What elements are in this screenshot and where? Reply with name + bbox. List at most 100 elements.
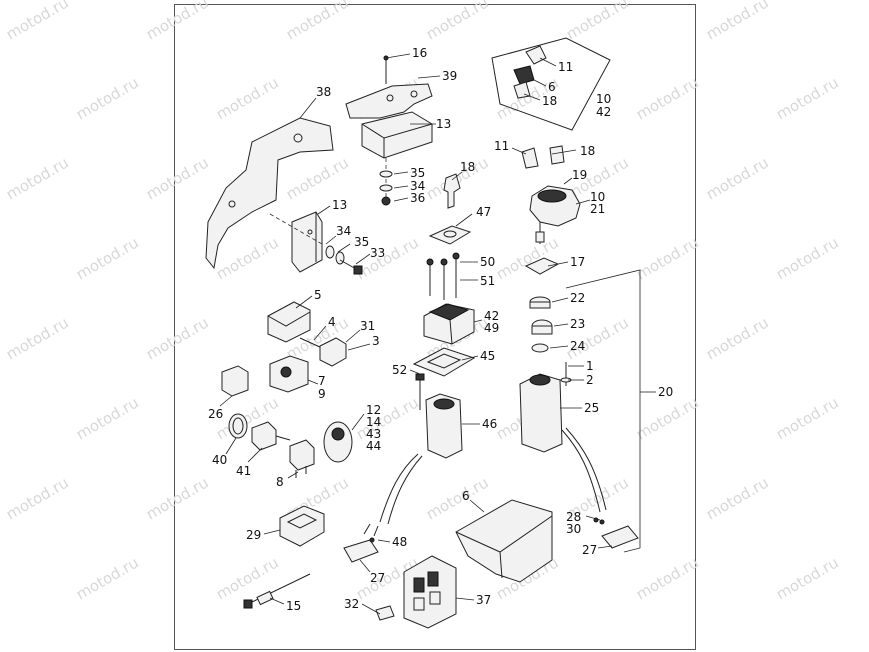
part-relay-31-3 bbox=[319, 337, 347, 367]
part-washers-35-34-36 bbox=[379, 158, 393, 206]
part-switch-41 bbox=[251, 421, 291, 451]
callout-28: 28 bbox=[566, 510, 581, 524]
watermark-text: motod.ru bbox=[703, 313, 772, 363]
callout-3: 3 bbox=[372, 334, 380, 348]
callout-42: 42 bbox=[484, 309, 499, 323]
callout-52: 52 bbox=[392, 363, 407, 377]
watermark-text: motod.ru bbox=[73, 73, 142, 123]
watermark-text: motod.ru bbox=[493, 233, 562, 283]
callout-34: 34 bbox=[336, 224, 351, 238]
callout-41: 41 bbox=[236, 464, 251, 478]
watermark-text: motod.ru bbox=[773, 393, 842, 443]
callout-26: 26 bbox=[208, 407, 223, 421]
part-bracket-39 bbox=[345, 83, 433, 119]
part-cap-12-14-43-44 bbox=[323, 421, 353, 463]
callout-18: 18 bbox=[542, 94, 557, 108]
watermark-text: motod.ru bbox=[0, 393, 2, 443]
watermark-text: motod.ru bbox=[633, 553, 702, 603]
part-board-37 bbox=[403, 555, 457, 629]
part-lock-cylinder-25 bbox=[519, 373, 607, 513]
watermark-text: motod.ru bbox=[633, 393, 702, 443]
leader-lines bbox=[219, 53, 656, 615]
callout-8: 8 bbox=[276, 475, 284, 489]
callout-32: 32 bbox=[344, 597, 359, 611]
watermark-text: motod.ru bbox=[283, 0, 352, 43]
callout-13: 13 bbox=[332, 198, 347, 212]
callout-45: 45 bbox=[480, 349, 495, 363]
watermark-text: motod.ru bbox=[3, 0, 72, 43]
part-connector-27-right bbox=[593, 517, 639, 549]
callout-10: 10 bbox=[596, 92, 611, 106]
watermark-text: motod.ru bbox=[143, 153, 212, 203]
callout-36: 36 bbox=[410, 191, 425, 205]
callout-9: 9 bbox=[318, 387, 326, 401]
part-coil-46 bbox=[363, 393, 463, 537]
callout-51: 51 bbox=[480, 274, 495, 288]
part-key-11-18 bbox=[521, 145, 565, 169]
callout-33: 33 bbox=[370, 246, 385, 260]
part-screw-1-2 bbox=[560, 362, 572, 386]
callout-4: 4 bbox=[328, 315, 336, 329]
part-key-group-10-42 bbox=[491, 37, 611, 131]
part-rings-22-23-24 bbox=[529, 296, 553, 353]
callout-17: 17 bbox=[570, 255, 585, 269]
part-module-13-top bbox=[361, 111, 433, 159]
part-plate-45 bbox=[412, 347, 476, 377]
callout-44: 44 bbox=[366, 439, 381, 453]
bracket-line-20 bbox=[565, 269, 641, 553]
callout-21: 21 bbox=[590, 202, 605, 216]
callout-31: 31 bbox=[360, 319, 375, 333]
callout-30: 30 bbox=[566, 522, 581, 536]
part-switch-7-9 bbox=[269, 355, 309, 393]
part-cover-42-49 bbox=[423, 303, 475, 345]
callout-18: 18 bbox=[580, 144, 595, 158]
callout-10: 10 bbox=[590, 190, 605, 204]
callout-48: 48 bbox=[392, 535, 407, 549]
callout-40: 40 bbox=[212, 453, 227, 467]
callout-27: 27 bbox=[582, 543, 597, 557]
watermark-text: motod.ru bbox=[143, 473, 212, 523]
part-pin-16 bbox=[383, 55, 389, 84]
callout-6: 6 bbox=[548, 80, 556, 94]
watermark-text: motod.ru bbox=[703, 0, 772, 43]
watermark-text: motod.ru bbox=[213, 233, 282, 283]
callout-5: 5 bbox=[314, 288, 322, 302]
watermark-text: motod.ru bbox=[3, 313, 72, 363]
part-housing-6 bbox=[455, 499, 553, 583]
callout-11: 11 bbox=[558, 60, 573, 74]
callout-25: 25 bbox=[584, 401, 599, 415]
part-ignition-switch-19-21 bbox=[529, 185, 581, 244]
part-relay-8 bbox=[289, 439, 315, 478]
watermark-text: motod.ru bbox=[143, 0, 212, 43]
part-key-18-loose bbox=[443, 173, 461, 209]
callout-20: 20 bbox=[658, 385, 673, 399]
watermark-text: motod.ru bbox=[703, 153, 772, 203]
watermark-text: motod.ru bbox=[773, 233, 842, 283]
watermark-text: motod.ru bbox=[3, 473, 72, 523]
callout-42: 42 bbox=[596, 105, 611, 119]
callout-11: 11 bbox=[494, 139, 509, 153]
callout-37: 37 bbox=[476, 593, 491, 607]
watermark-text: motod.ru bbox=[143, 313, 212, 363]
callout-47: 47 bbox=[476, 205, 491, 219]
watermark-text: motod.ru bbox=[213, 73, 282, 123]
part-plug-26 bbox=[221, 365, 249, 397]
watermark-text: motod.ru bbox=[73, 553, 142, 603]
part-screw-4 bbox=[299, 337, 323, 349]
watermark-text: motod.ru bbox=[73, 233, 142, 283]
part-gasket-47 bbox=[428, 225, 472, 245]
callout-2: 2 bbox=[586, 373, 594, 387]
callout-7: 7 bbox=[318, 374, 326, 388]
watermark-text: motod.ru bbox=[283, 153, 352, 203]
watermark-text: motod.ru bbox=[633, 233, 702, 283]
callout-35: 35 bbox=[354, 235, 369, 249]
callout-29: 29 bbox=[246, 528, 261, 542]
callout-19: 19 bbox=[572, 168, 587, 182]
watermark-text: motod.ru bbox=[73, 393, 142, 443]
callout-22: 22 bbox=[570, 291, 585, 305]
callout-14: 14 bbox=[366, 415, 381, 429]
part-cap-5 bbox=[267, 301, 311, 343]
part-connector-48-27 bbox=[343, 537, 379, 563]
watermark-text: motod.ru bbox=[353, 393, 422, 443]
